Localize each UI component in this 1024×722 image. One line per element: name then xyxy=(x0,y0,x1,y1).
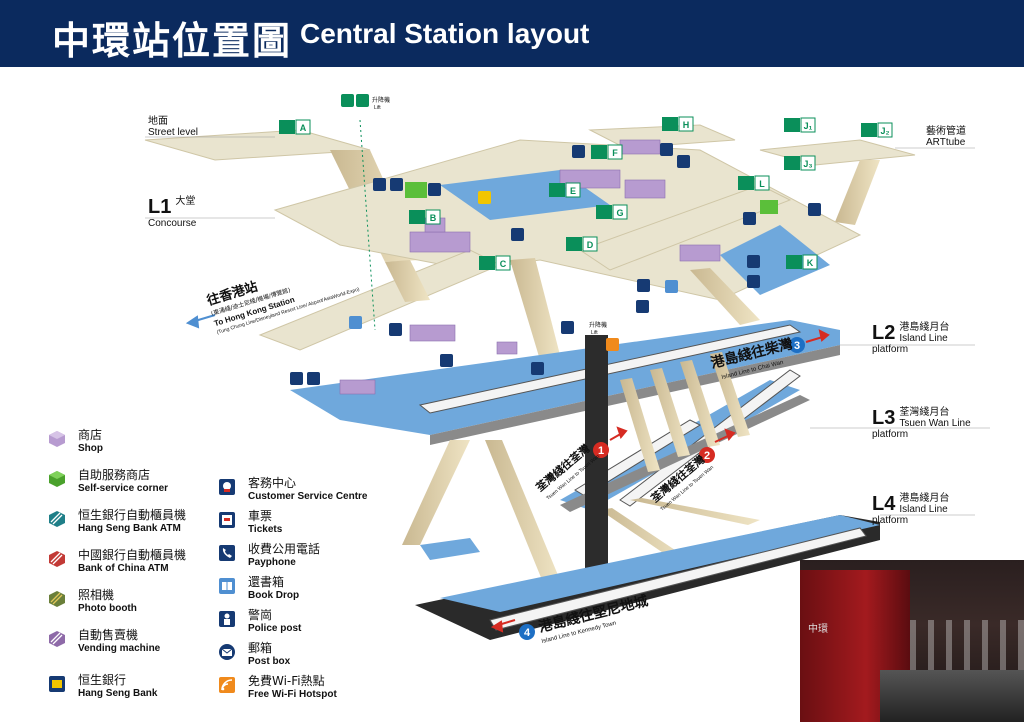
svg-text:K: K xyxy=(807,258,814,268)
hang-seng-atm-icon xyxy=(49,511,65,527)
photo-station-sign: 中環 xyxy=(808,624,828,635)
support-columns xyxy=(402,352,760,580)
vending-machine-icon xyxy=(49,631,65,647)
police-post-icon xyxy=(219,611,235,627)
station-photo: 中環 xyxy=(800,560,1024,722)
arttube-label: 藝術管道 ARTtube xyxy=(926,126,966,148)
level-l4-zh: 港島綫月台 xyxy=(899,493,950,504)
level-l3-code: L3 xyxy=(872,407,896,429)
direction-arrows xyxy=(185,314,830,633)
svg-text:H: H xyxy=(683,120,690,130)
level-l3-en: Tsuen Wan Line platform xyxy=(872,418,971,440)
platform-4-circle xyxy=(519,624,535,640)
facility-icons xyxy=(290,94,821,385)
l4-west-stub xyxy=(420,538,480,560)
tickets-icon xyxy=(219,512,235,528)
svg-text:J₂: J₂ xyxy=(880,126,889,136)
platform-4-number: 4 xyxy=(524,627,531,639)
lift-label-en-l2: Lift xyxy=(591,330,598,336)
street-slab-j xyxy=(759,139,916,166)
arttube-zh: 藝術管道 xyxy=(926,126,966,137)
book-drop-icon xyxy=(219,578,235,594)
svg-text:G: G xyxy=(616,208,623,218)
level-l1-zh: 大堂 xyxy=(175,196,196,207)
level-l2-zh: 港島綫月台 xyxy=(899,322,950,333)
level-l1-code: L1 xyxy=(148,196,172,218)
station-diagram: A B C D E F G H J₁ J₂ J₃ K L xyxy=(144,94,990,645)
lift-dotted-line xyxy=(359,119,376,331)
escalator-3 xyxy=(385,260,430,302)
exit-signs: A B C D E F G H J₁ J₂ J₃ K L xyxy=(279,116,893,271)
page-title-zh: 中環站位置圖 xyxy=(52,19,293,63)
l4-platform-blue xyxy=(440,515,880,612)
ramp-j xyxy=(835,160,880,225)
level-l3-zh: 荃灣綫月台 xyxy=(899,407,950,418)
platform-3-circle xyxy=(789,337,805,353)
svg-text:L: L xyxy=(759,179,765,189)
svg-text:D: D xyxy=(587,240,594,250)
svg-text:J₃: J₃ xyxy=(803,159,812,169)
svg-text:C: C xyxy=(500,259,507,269)
post-box-icon xyxy=(219,644,235,660)
self-service-corner xyxy=(405,182,427,198)
payphone-icon xyxy=(219,545,235,561)
svg-text:F: F xyxy=(612,148,618,158)
platform-1-circle xyxy=(593,442,609,458)
page-header: 中環站位置圖 Central Station layout xyxy=(0,0,1024,67)
level-l4-code: L4 xyxy=(872,493,896,515)
level-l4: L4 港島綫月台 Island Line platform xyxy=(872,493,959,526)
arttube-en: ARTtube xyxy=(926,137,966,148)
concourse-walkway xyxy=(578,184,792,271)
platform-1-number: 1 xyxy=(598,445,604,457)
svg-text:A: A xyxy=(300,123,307,133)
platform-2-circle xyxy=(699,447,715,463)
self-service-corner-2 xyxy=(760,200,778,214)
level-street: 地面 Street level xyxy=(148,116,198,138)
boc-atm-icon xyxy=(49,551,65,567)
l2-train xyxy=(418,324,802,414)
level-l3: L3 荃灣綫月台 Tsuen Wan Line platform xyxy=(872,407,982,440)
shop-icon xyxy=(49,431,65,447)
hang-seng-bank-icon xyxy=(49,676,65,692)
self-service-icon xyxy=(49,471,65,487)
platform-2-number: 2 xyxy=(704,450,710,462)
level-l2-code: L2 xyxy=(872,322,896,344)
level-street-zh: 地面 xyxy=(148,116,168,127)
lift-label-zh-l2: 升降機 xyxy=(589,321,607,329)
level-street-en: Street level xyxy=(148,127,199,138)
west-walkway xyxy=(258,249,502,351)
level-l2: L2 港島綫月台 Island Line platform xyxy=(872,322,959,355)
lift-label-en-top: Lift xyxy=(374,105,381,111)
level-l1: L1 大堂 Concourse xyxy=(148,196,196,229)
svg-text:E: E xyxy=(570,186,576,196)
level-l1-en: Concourse xyxy=(148,218,197,229)
platform-3-number: 3 xyxy=(794,340,800,352)
level-l4-en: Island Line platform xyxy=(872,504,948,526)
lift-label-zh-top: 升降機 xyxy=(372,96,390,104)
svg-text:J₁: J₁ xyxy=(804,121,813,131)
photo-corridor xyxy=(880,670,1024,722)
customer-service-icon xyxy=(219,479,235,495)
wifi-hotspot-icon xyxy=(219,677,235,693)
page-title-en: Central Station layout xyxy=(300,18,590,49)
escalator-1 xyxy=(510,258,560,360)
escalator-2 xyxy=(690,268,760,325)
photo-booth-icon xyxy=(49,591,65,607)
svg-text:B: B xyxy=(430,213,437,223)
level-l2-en: Island Line platform xyxy=(872,333,948,355)
